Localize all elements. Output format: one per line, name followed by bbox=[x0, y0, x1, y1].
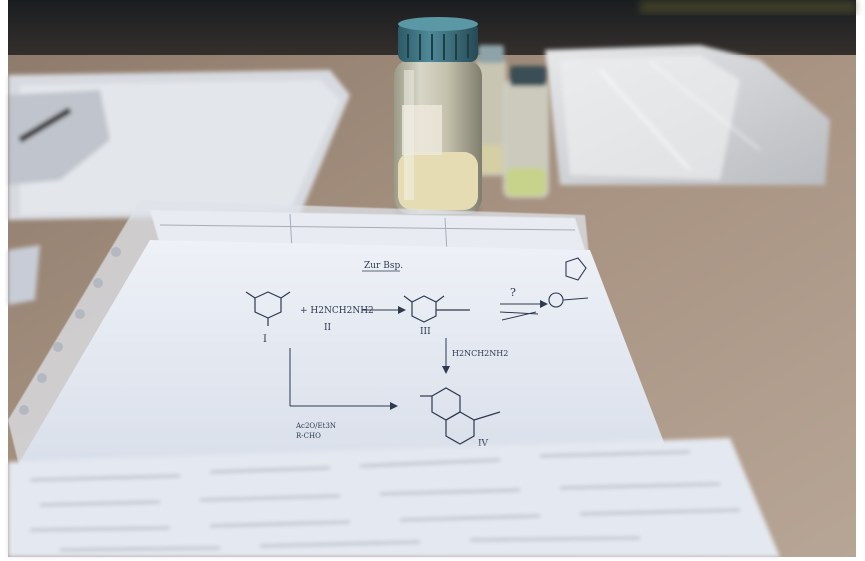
question-mark: ? bbox=[510, 286, 516, 299]
foreground-notes bbox=[8, 438, 780, 557]
compound-5-structure bbox=[420, 387, 501, 445]
side-note-2: R-CHO bbox=[296, 432, 321, 440]
compound-3-label: III bbox=[420, 327, 431, 337]
compound-2-label: II bbox=[324, 323, 332, 333]
glass-jar-icon bbox=[393, 17, 482, 219]
reaction-scheme: Zur Bsp. I + H2NCH2NH2 II bbox=[245, 257, 589, 449]
compound-1-label: I bbox=[263, 334, 267, 345]
plastic-bag-icon bbox=[545, 45, 830, 185]
crossed-note bbox=[499, 311, 539, 321]
reagent-label: + H2NCH2NH2 bbox=[300, 306, 374, 316]
side-note-1: Ac2O/Et3N bbox=[295, 422, 336, 430]
vial-icon bbox=[476, 45, 549, 198]
notes-sheet bbox=[15, 240, 665, 470]
notes-title: Zur Bsp. bbox=[364, 261, 403, 271]
compound-3-structure bbox=[403, 295, 470, 323]
compound-4-structure bbox=[548, 257, 589, 308]
compound-1-structure bbox=[245, 291, 291, 326]
compound-4-label: IV bbox=[478, 439, 489, 449]
paper-stack-icon bbox=[8, 70, 350, 305]
reagent-2-label: H2NCH2NH2 bbox=[452, 349, 508, 358]
